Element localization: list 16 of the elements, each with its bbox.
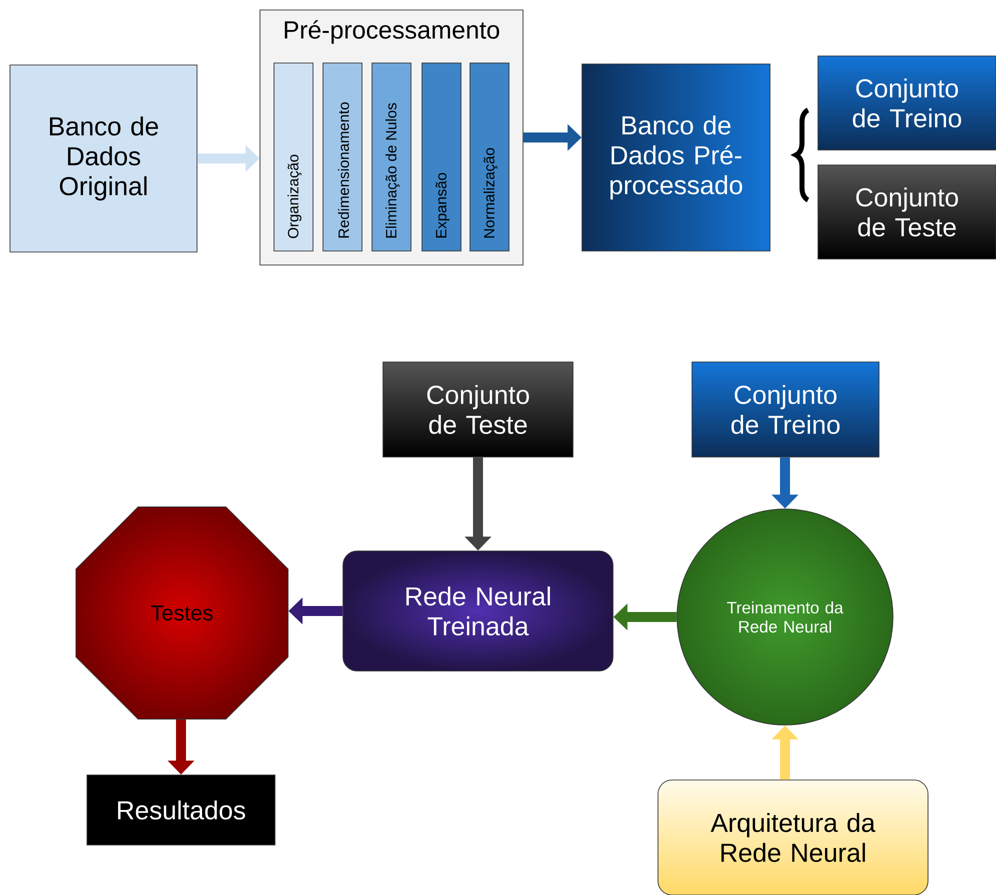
data-box: Banco de Dados Original — [10, 64, 198, 252]
data-box: Conjunto de Treino — [692, 362, 880, 458]
data-box: Banco de Dados Pré-processado — [582, 64, 770, 252]
rounded-box: Arquitetura da Rede Neural — [658, 780, 928, 895]
step-bar: Organização — [274, 62, 314, 252]
step-bar: Redimensionamento — [322, 62, 362, 252]
data-box: Conjunto de Teste — [382, 362, 574, 458]
step-bar: Expansão — [422, 62, 462, 252]
data-box: Conjunto de Teste — [818, 164, 996, 260]
data-box: Conjunto de Treino — [818, 56, 996, 150]
result-box: Resultados — [86, 774, 276, 846]
octagon: Testes — [76, 506, 288, 720]
step-bar: Normalização — [470, 62, 510, 252]
step-bar: Eliminação de Nulos — [372, 62, 412, 252]
circle-node: Treinamento da Rede Neural — [676, 508, 894, 726]
rounded-box: Rede Neural Treinada — [342, 550, 614, 672]
